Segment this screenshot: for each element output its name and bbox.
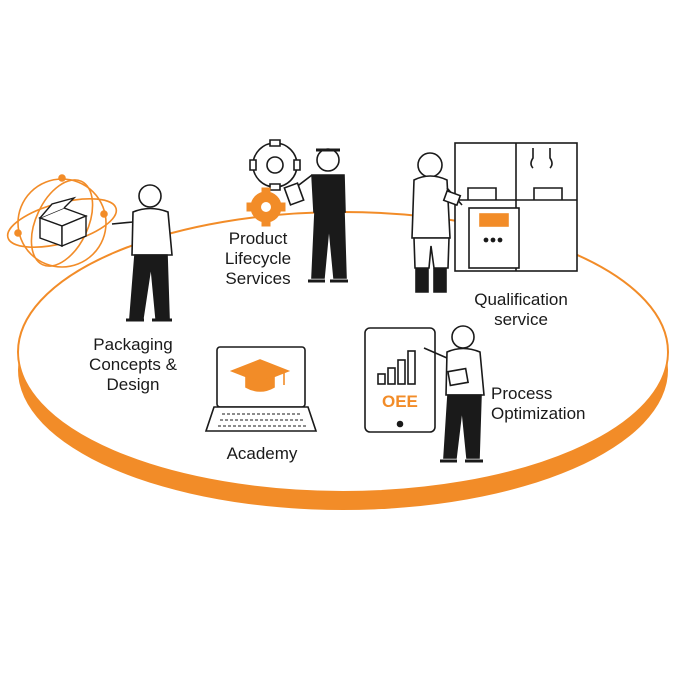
packaging-line-2: Concepts &	[89, 355, 177, 374]
gear-icon	[246, 139, 301, 227]
process-line-1: Process	[491, 384, 553, 403]
platform-disc	[17, 211, 669, 510]
machine-icon	[454, 142, 578, 272]
person-process	[423, 325, 485, 463]
academy-line-1: Academy	[226, 444, 298, 463]
tablet-chart-icon: OEE	[364, 327, 436, 433]
lifecycle-line-1: Product	[228, 229, 288, 248]
lifecycle-line-2: Lifecycle	[224, 249, 292, 268]
person-qualification	[411, 152, 463, 293]
person-lifecycle	[283, 148, 348, 283]
packaging-line-1: Packaging	[93, 335, 173, 354]
qualification-line-2: service	[494, 310, 548, 329]
packaging-label: Packaging Concepts & Design	[78, 335, 188, 395]
qualification-line-1: Qualification	[474, 290, 568, 309]
graduation-cap-icon	[229, 359, 291, 392]
process-line-2: Optimization	[491, 404, 586, 423]
academy-label: Academy	[212, 444, 312, 464]
oee-label: OEE	[382, 392, 418, 411]
lifecycle-label: Product Lifecycle Services	[206, 229, 310, 289]
laptop-icon	[204, 346, 318, 432]
qualification-label: Qualification service	[462, 290, 580, 330]
orbit-box-icon	[6, 174, 118, 268]
packaging-line-3: Design	[106, 375, 160, 394]
lifecycle-line-3: Services	[225, 269, 291, 288]
process-label: Process Optimization	[491, 384, 611, 424]
person-packaging	[111, 184, 173, 322]
